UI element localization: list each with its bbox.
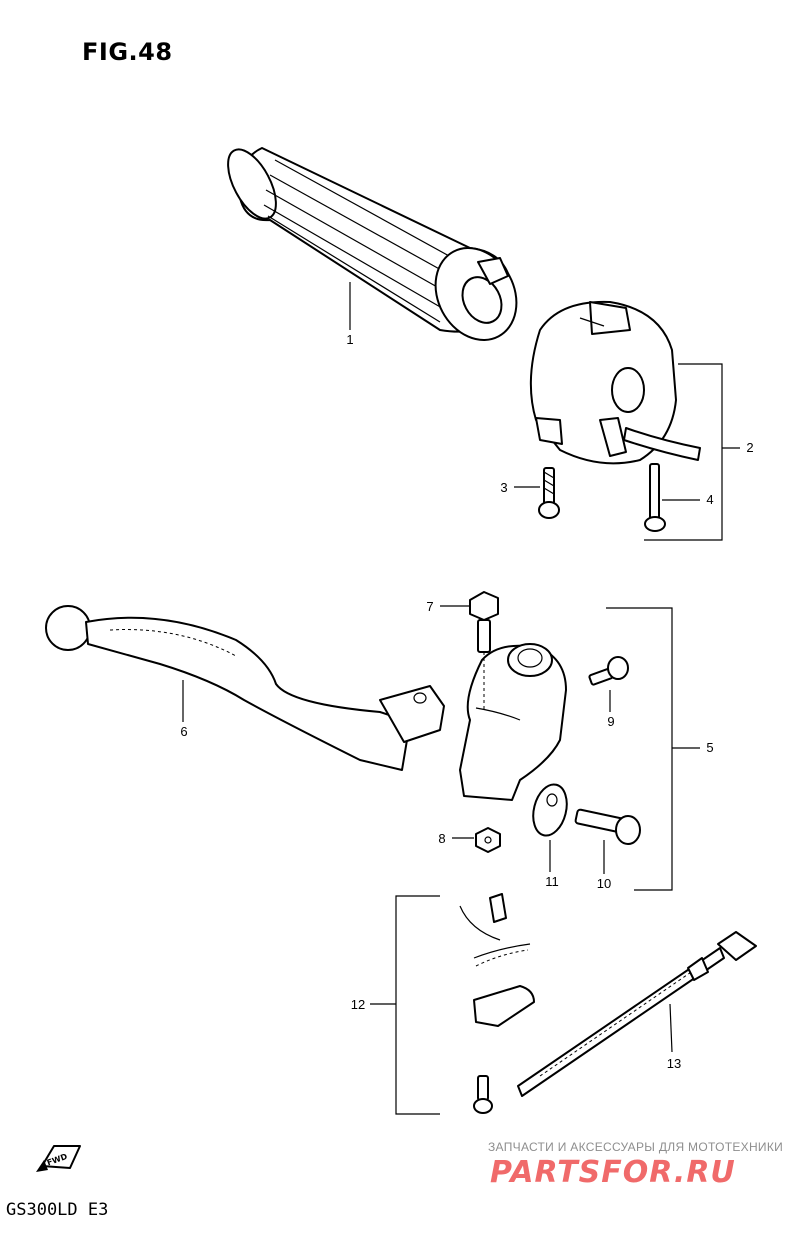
- callout-6: 6: [180, 724, 187, 739]
- leader-lines: [182, 282, 740, 1115]
- svg-text:PARTSFOR.RU: PARTSFOR.RU: [490, 1155, 736, 1190]
- callout-1: 1: [346, 332, 353, 347]
- model-code: GS300LD E3: [6, 1200, 109, 1220]
- clutch-switch-parts: [459, 893, 535, 1114]
- callout-5: 5: [706, 740, 713, 755]
- cable-tie-13: [517, 931, 757, 1097]
- screw-4: [644, 463, 666, 532]
- nut-8: [475, 827, 501, 853]
- washer-11: [532, 783, 568, 837]
- screw-3: [538, 467, 560, 519]
- callout-13: 13: [667, 1056, 681, 1071]
- handlebar-grip: [227, 147, 518, 341]
- switch-housing: [529, 300, 701, 465]
- callout-3: 3: [500, 480, 507, 495]
- figure-title: FIG.48: [82, 38, 173, 66]
- callout-10: 10: [597, 876, 611, 891]
- adjuster-bolt-10: [574, 808, 641, 845]
- fwd-arrow-icon: [36, 1145, 81, 1172]
- callout-7: 7: [426, 599, 433, 614]
- pivot-bolt-7: [469, 591, 499, 712]
- callout-12: 12: [351, 997, 365, 1012]
- lever-holder: [459, 643, 567, 801]
- screw-9: [588, 656, 629, 686]
- watermark-tagline: ЗАПЧАСТИ И АКСЕССУАРЫ ДЛЯ МОТОТЕХНИКИ: [488, 1140, 784, 1154]
- callout-9: 9: [607, 714, 614, 729]
- callout-11: 11: [545, 874, 559, 889]
- callout-2: 2: [746, 440, 753, 455]
- partsfor-logo: PARTSFOR.RU: [490, 1155, 736, 1190]
- callout-8: 8: [438, 831, 445, 846]
- clutch-lever: [45, 605, 445, 771]
- callout-4: 4: [706, 492, 713, 507]
